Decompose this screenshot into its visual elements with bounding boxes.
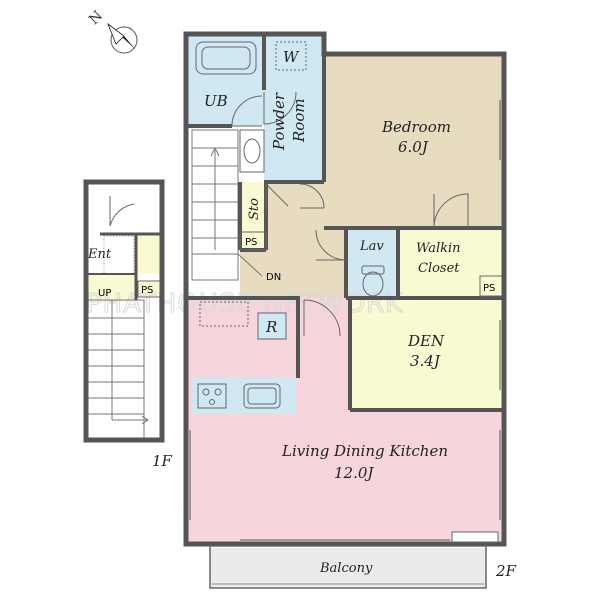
label-lav: Lav xyxy=(359,239,384,254)
exterior-wall-1f xyxy=(83,179,165,443)
compass-label: N xyxy=(86,8,106,28)
label-den: DEN xyxy=(407,332,445,350)
watermark: PHATHOUSE NETWORK xyxy=(86,289,403,319)
label-refrigerator: R xyxy=(265,318,277,336)
label-entrance: Ent xyxy=(87,247,112,262)
label-powder-1: Powder xyxy=(270,92,288,151)
stove-burner-3 xyxy=(209,399,215,405)
label-ps-2f: PS xyxy=(245,237,257,248)
kitchen-sink-inner xyxy=(247,387,277,405)
fridge-space-dashed xyxy=(199,301,249,327)
compass-icon: N xyxy=(86,8,138,54)
interior-walls xyxy=(188,36,502,412)
room-storage-fill xyxy=(240,182,266,232)
label-walkin-1: Walkin xyxy=(416,241,461,256)
stairs-1f xyxy=(85,299,149,441)
bathtub-inner xyxy=(201,46,251,70)
balcony-outline xyxy=(209,545,487,589)
refrigerator-box xyxy=(257,312,287,340)
label-powder-2: Room xyxy=(290,98,308,143)
ps-box-fill-2 xyxy=(138,281,160,297)
label-storage: Sto xyxy=(247,198,262,220)
ps-box-fill-1 xyxy=(240,232,266,250)
room-den-fill xyxy=(350,298,502,410)
label-stairs-dn: DN xyxy=(266,272,281,283)
room-ent-fill xyxy=(136,236,162,274)
ent-tiles xyxy=(103,235,135,275)
refrigerator-fill xyxy=(258,313,286,339)
label-stairs-up: UP xyxy=(98,288,111,299)
room-balcony-fill xyxy=(210,548,486,588)
sink-counter xyxy=(239,129,265,173)
washer-box xyxy=(275,41,307,71)
exterior-wall-2f xyxy=(183,31,507,547)
label-bedroom: Bedroom xyxy=(381,118,451,136)
stove xyxy=(197,383,227,409)
label-ldk: Living Dining Kitchen xyxy=(281,442,448,460)
toilet-tank xyxy=(361,265,385,275)
label-walkin-2: Closet xyxy=(418,261,460,276)
stove-burner-1 xyxy=(202,388,210,396)
stove-burner-2 xyxy=(214,388,222,396)
label-ub: UB xyxy=(204,92,228,110)
doors xyxy=(109,91,469,337)
aircon-unit xyxy=(451,531,499,543)
label-washer: W xyxy=(283,48,300,66)
label-ps-walkin: PS xyxy=(483,283,495,294)
floor-label-1f: 1F xyxy=(152,452,173,470)
bathtub xyxy=(195,41,257,75)
label-den-size: 3.4J xyxy=(410,352,441,370)
room-walkin-fill xyxy=(398,228,502,298)
room-ub-fill xyxy=(188,36,264,126)
room-powder-fill xyxy=(264,36,324,182)
label-ldk-size: 12.0J xyxy=(334,464,374,482)
kitchen-sink xyxy=(243,383,281,409)
room-up-fill xyxy=(86,274,136,302)
label-balcony: Balcony xyxy=(319,561,373,576)
label-bedroom-size: 6.0J xyxy=(398,138,429,156)
room-bedroom-fill xyxy=(324,56,502,228)
floor-label-2f: 2F xyxy=(495,562,517,580)
sink-basin xyxy=(243,138,261,164)
ps-box-2f-stair xyxy=(239,231,267,251)
label-ps-1f: PS xyxy=(141,285,153,296)
room-ldk-fill xyxy=(188,298,502,542)
room-lav-fill xyxy=(346,228,396,298)
